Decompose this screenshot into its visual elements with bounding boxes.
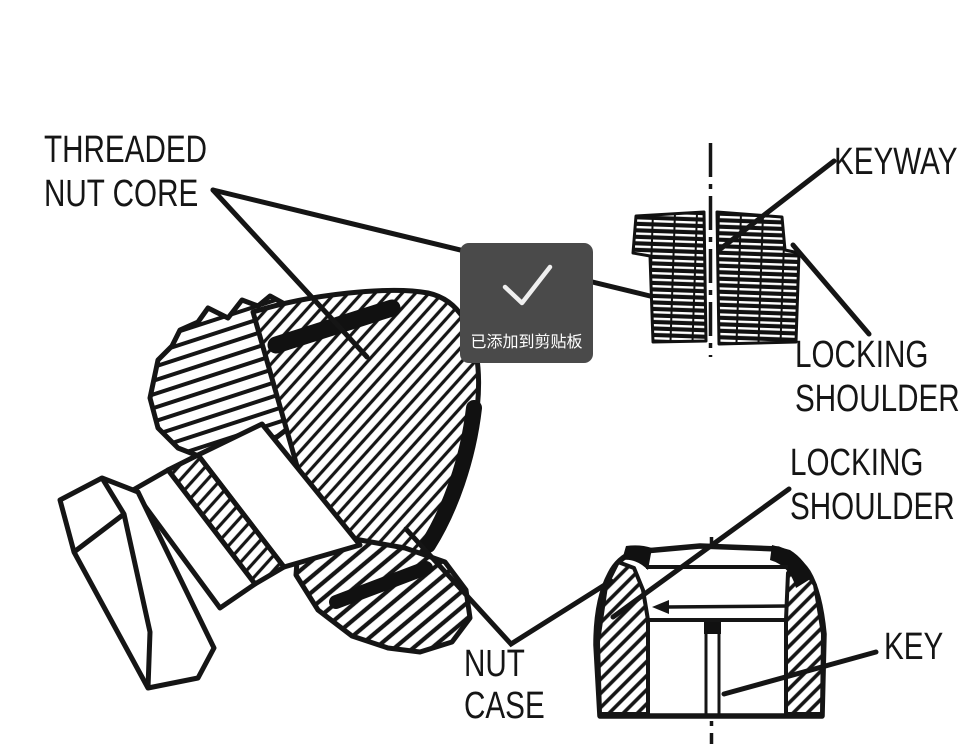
label-line: NUT CORE: [44, 173, 199, 215]
leader-threaded-core-left: [210, 187, 370, 360]
nut-case-cross-section: [593, 537, 827, 744]
leader-locking-shoulder-upper: [790, 242, 872, 337]
label-threaded-nut-core: THREADED NUT CORE: [44, 128, 207, 216]
bolt-collar: [130, 467, 258, 611]
label-line: SHOULDER: [795, 378, 960, 420]
key-slot: [704, 622, 721, 714]
label-line: SHOULDER: [790, 486, 955, 528]
label-line: LOCKING: [795, 334, 929, 376]
core-section-right-half: [715, 210, 801, 346]
leader-locking-shoulder-lower: [610, 486, 792, 620]
leader-key: [721, 649, 879, 697]
label-line: KEY: [884, 626, 944, 668]
toast-message: 已添加到剪贴板: [470, 332, 583, 351]
case-rim-corners: [622, 545, 812, 588]
shoulder-arrow: [652, 600, 788, 614]
label-line: NUT: [464, 643, 525, 685]
label-keyway: KEYWAY: [834, 140, 958, 184]
label-key: KEY: [884, 625, 943, 669]
leader-nut-case: [403, 526, 614, 648]
core-section-left-half: [631, 210, 708, 344]
leader-keyway: [716, 158, 837, 253]
bolt-hex-head-facets: [72, 476, 153, 689]
label-line: KEYWAY: [834, 141, 958, 183]
case-right-wall: [784, 559, 825, 716]
threaded-core-cross-section: [631, 143, 801, 357]
bolt-nut-assembly-illustration: [57, 288, 482, 691]
label-locking-shoulder-upper: LOCKING SHOULDER: [795, 333, 960, 421]
checkmark-icon: [502, 264, 552, 306]
locking-collar-bands: [267, 299, 482, 609]
clipboard-toast: 已添加到剪贴板: [460, 243, 593, 363]
label-locking-shoulder-lower: LOCKING SHOULDER: [790, 441, 955, 529]
label-line: CASE: [464, 685, 545, 727]
label-line: LOCKING: [790, 442, 924, 484]
label-line: THREADED: [44, 129, 208, 171]
label-nut-case: NUT CASE: [464, 643, 545, 727]
